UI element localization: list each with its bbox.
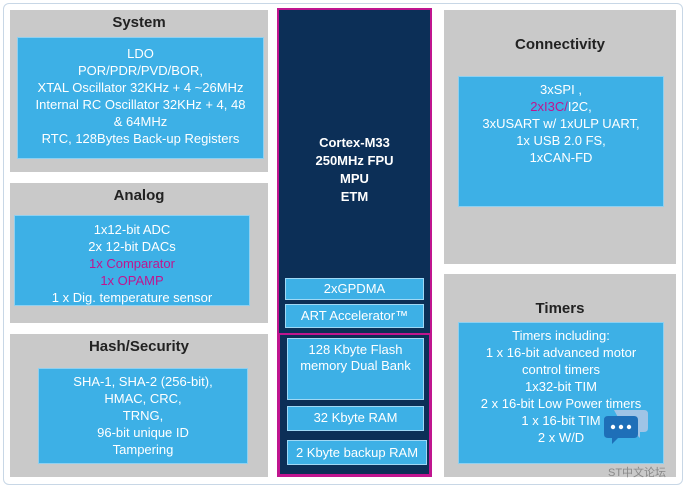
core-line: Cortex-M33 — [319, 135, 390, 150]
timers-title: Timers — [535, 300, 585, 317]
hash-line: HMAC, CRC, — [104, 391, 182, 406]
connectivity-line-i3c: 2xI3C/I2C, — [459, 98, 663, 115]
system-line: Internal RC Oscillator 32KHz + 4, 48 — [35, 97, 246, 112]
analog-line: 1x12-bit ADC — [93, 222, 171, 237]
analog-line-comparator: 1x Comparator — [89, 256, 175, 271]
connectivity-box: 3xSPI , 2xI3C/I2C, 3xUSART w/ 1xULP UART… — [458, 76, 664, 207]
analog-box: 1x12-bit ADC 2x 12-bit DACs 1x Comparato… — [14, 215, 250, 306]
connectivity-line: 1xCAN-FD — [529, 150, 593, 165]
diagram-frame — [3, 3, 683, 485]
system-line: POR/PDR/PVD/BOR, — [78, 63, 203, 78]
timers-box: Timers including: 1 x 16-bit advanced mo… — [458, 322, 664, 464]
connectivity-line: 1x USB 2.0 FS, — [516, 133, 606, 148]
art-accelerator-box: ART Accelerator™ — [285, 304, 424, 328]
backup-ram-label: 2 Kbyte backup RAM — [295, 445, 419, 460]
watermark-text: ST中文论坛 — [608, 467, 667, 479]
flash-line: 128 Kbyte Flash — [308, 342, 403, 357]
hash-line: Tampering — [112, 442, 174, 457]
analog-line-opamp: 1x OPAMP — [100, 273, 164, 288]
connectivity-line: 3xUSART w/ 1xULP UART, — [482, 116, 640, 131]
analog-title: Analog — [113, 187, 165, 204]
backup-ram-box: 2 Kbyte backup RAM — [287, 440, 427, 465]
hash-box: SHA-1, SHA-2 (256-bit), HMAC, CRC, TRNG,… — [38, 368, 248, 464]
system-box: LDO POR/PDR/PVD/BOR, XTAL Oscillator 32K… — [17, 37, 264, 159]
i2c-text: I2C, — [567, 99, 592, 114]
ram-box: 32 Kbyte RAM — [287, 406, 424, 431]
hash-title: Hash/Security — [88, 338, 190, 355]
timers-line: 1x32-bit TIM — [524, 379, 597, 394]
system-title: System — [112, 14, 166, 31]
system-line: LDO — [127, 46, 154, 61]
timers-line: 2 x 16-bit Low Power timers — [480, 396, 642, 411]
connectivity-title: Connectivity — [514, 36, 605, 53]
timers-line: 2 x W/D — [537, 430, 585, 445]
flash-box: 128 Kbyte Flash memory Dual Bank — [287, 338, 424, 400]
memory-group — [278, 333, 431, 476]
hash-line: 96-bit unique ID — [97, 425, 189, 440]
core-line: MPU — [340, 171, 369, 186]
core-line: ETM — [340, 189, 369, 204]
system-line: RTC, 128Bytes Back-up Registers — [41, 131, 240, 146]
ram-label: 32 Kbyte RAM — [313, 410, 398, 425]
timers-line: control timers — [521, 362, 601, 377]
connectivity-line: 3xSPI , — [540, 82, 582, 97]
core-text: Cortex-M33 250MHz FPU MPU ETM — [279, 134, 430, 206]
analog-line: 2x 12-bit DACs — [88, 239, 176, 254]
art-accelerator-label: ART Accelerator™ — [300, 308, 409, 323]
system-panel: System LDO POR/PDR/PVD/BOR, XTAL Oscilla… — [10, 10, 268, 172]
flash-line: memory Dual Bank — [300, 358, 411, 373]
timers-line: 1 x 16-bit TIM — [521, 413, 601, 428]
analog-panel: Analog 1x12-bit ADC 2x 12-bit DACs 1x Co… — [10, 183, 268, 323]
timers-panel: Timers Timers including: 1 x 16-bit adva… — [444, 274, 676, 477]
timers-line: Timers including: — [512, 328, 610, 343]
connectivity-panel: Connectivity 3xSPI , 2xI3C/I2C, 3xUSART … — [444, 10, 676, 264]
system-line: XTAL Oscillator 32KHz + 4 ~26MHz — [37, 80, 244, 95]
analog-line: 1 x Dig. temperature sensor — [51, 290, 213, 305]
timers-line: 1 x 16-bit advanced motor — [485, 345, 637, 360]
gpdma-box: 2xGPDMA — [285, 278, 424, 300]
system-line: & 64MHz — [113, 114, 168, 129]
chat-bubble-icon — [604, 410, 648, 444]
core-line: 250MHz FPU — [315, 153, 394, 168]
gpdma-label: 2xGPDMA — [323, 281, 386, 296]
hash-panel: Hash/Security SHA-1, SHA-2 (256-bit), HM… — [10, 334, 268, 477]
i3c-highlight: 2xI3C/ — [530, 99, 568, 114]
hash-line: TRNG, — [122, 408, 164, 423]
hash-line: SHA-1, SHA-2 (256-bit), — [73, 374, 213, 389]
